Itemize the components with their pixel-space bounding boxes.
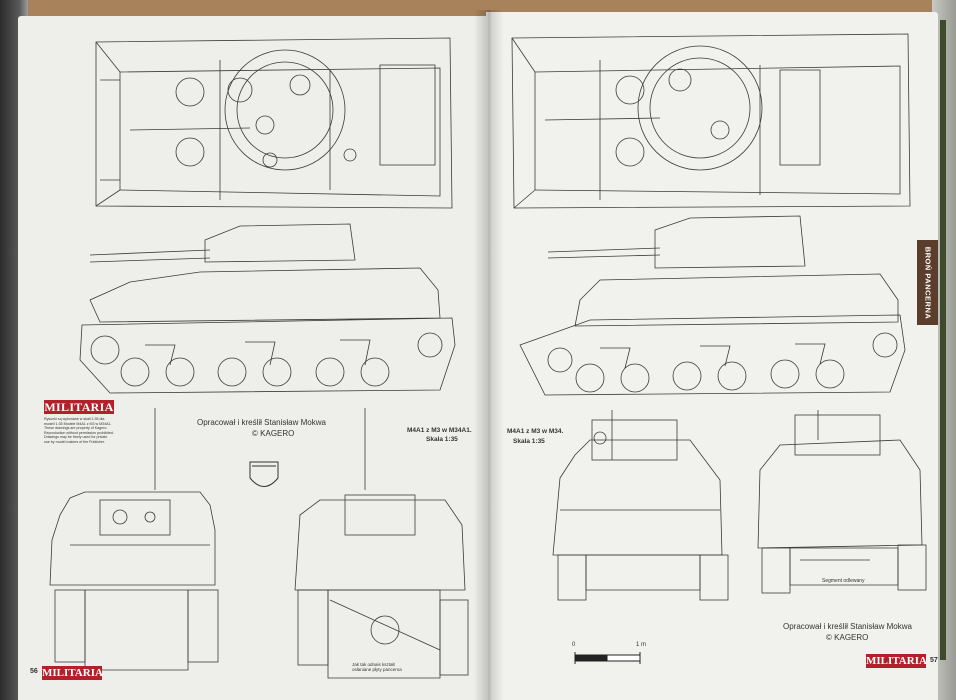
left-page-number: 56 bbox=[30, 668, 38, 675]
right-rear-view bbox=[757, 414, 927, 594]
right-footer-logo: MILITARIA bbox=[866, 654, 927, 668]
copyright-note: Rysunki są wykonane w skali 1:35 dla mod… bbox=[44, 417, 114, 444]
left-caption-line2: Skala 1:35 bbox=[426, 436, 458, 443]
right-side-view bbox=[519, 215, 906, 460]
left-rear-view bbox=[294, 494, 469, 679]
scale-one-label: 1 m bbox=[636, 642, 647, 648]
left-credit-line2-wrap: © KAGERO bbox=[252, 429, 294, 438]
right-top-view bbox=[511, 33, 911, 209]
page-gutter bbox=[474, 10, 504, 700]
section-tab: BROŃ PANCERNA bbox=[917, 240, 938, 325]
left-credit-line2: KAGERO bbox=[260, 429, 295, 438]
kagero-crest bbox=[249, 461, 279, 487]
left-caption-line1: M4A1 z M3 w M34A1. bbox=[407, 427, 472, 434]
left-front-view bbox=[49, 491, 219, 671]
right-annotation: Segment odlewany bbox=[822, 578, 865, 584]
right-credit-line1: Opracował i kreślił Stanisław Mokwa bbox=[783, 622, 912, 631]
right-page-number: 57 bbox=[930, 657, 938, 664]
scale-bar bbox=[574, 652, 641, 664]
right-copyright-symbol: © bbox=[826, 633, 832, 642]
left-credit-line1: Opracował i kreślił Stanisław Mokwa bbox=[197, 418, 326, 427]
left-footer-logo: MILITARIA bbox=[42, 666, 103, 680]
right-caption-line2: Skala 1:35 bbox=[513, 438, 545, 445]
right-credit-line2: KAGERO bbox=[834, 633, 869, 642]
section-tab-label: BROŃ PANCERNA bbox=[923, 246, 932, 319]
right-front-view bbox=[552, 419, 729, 601]
left-annotation: Jak tak odnais kształt osłaniane płyty p… bbox=[352, 662, 402, 672]
right-credit-line2-wrap: © KAGERO bbox=[826, 633, 868, 642]
left-side-view bbox=[79, 223, 456, 490]
right-caption-line1: M4A1 z M3 w M34. bbox=[507, 428, 564, 435]
left-top-view bbox=[95, 37, 453, 209]
militaria-logo: MILITARIA bbox=[44, 400, 114, 414]
scale-zero-label: 0 bbox=[572, 642, 576, 648]
left-copyright-symbol: © bbox=[252, 429, 258, 438]
